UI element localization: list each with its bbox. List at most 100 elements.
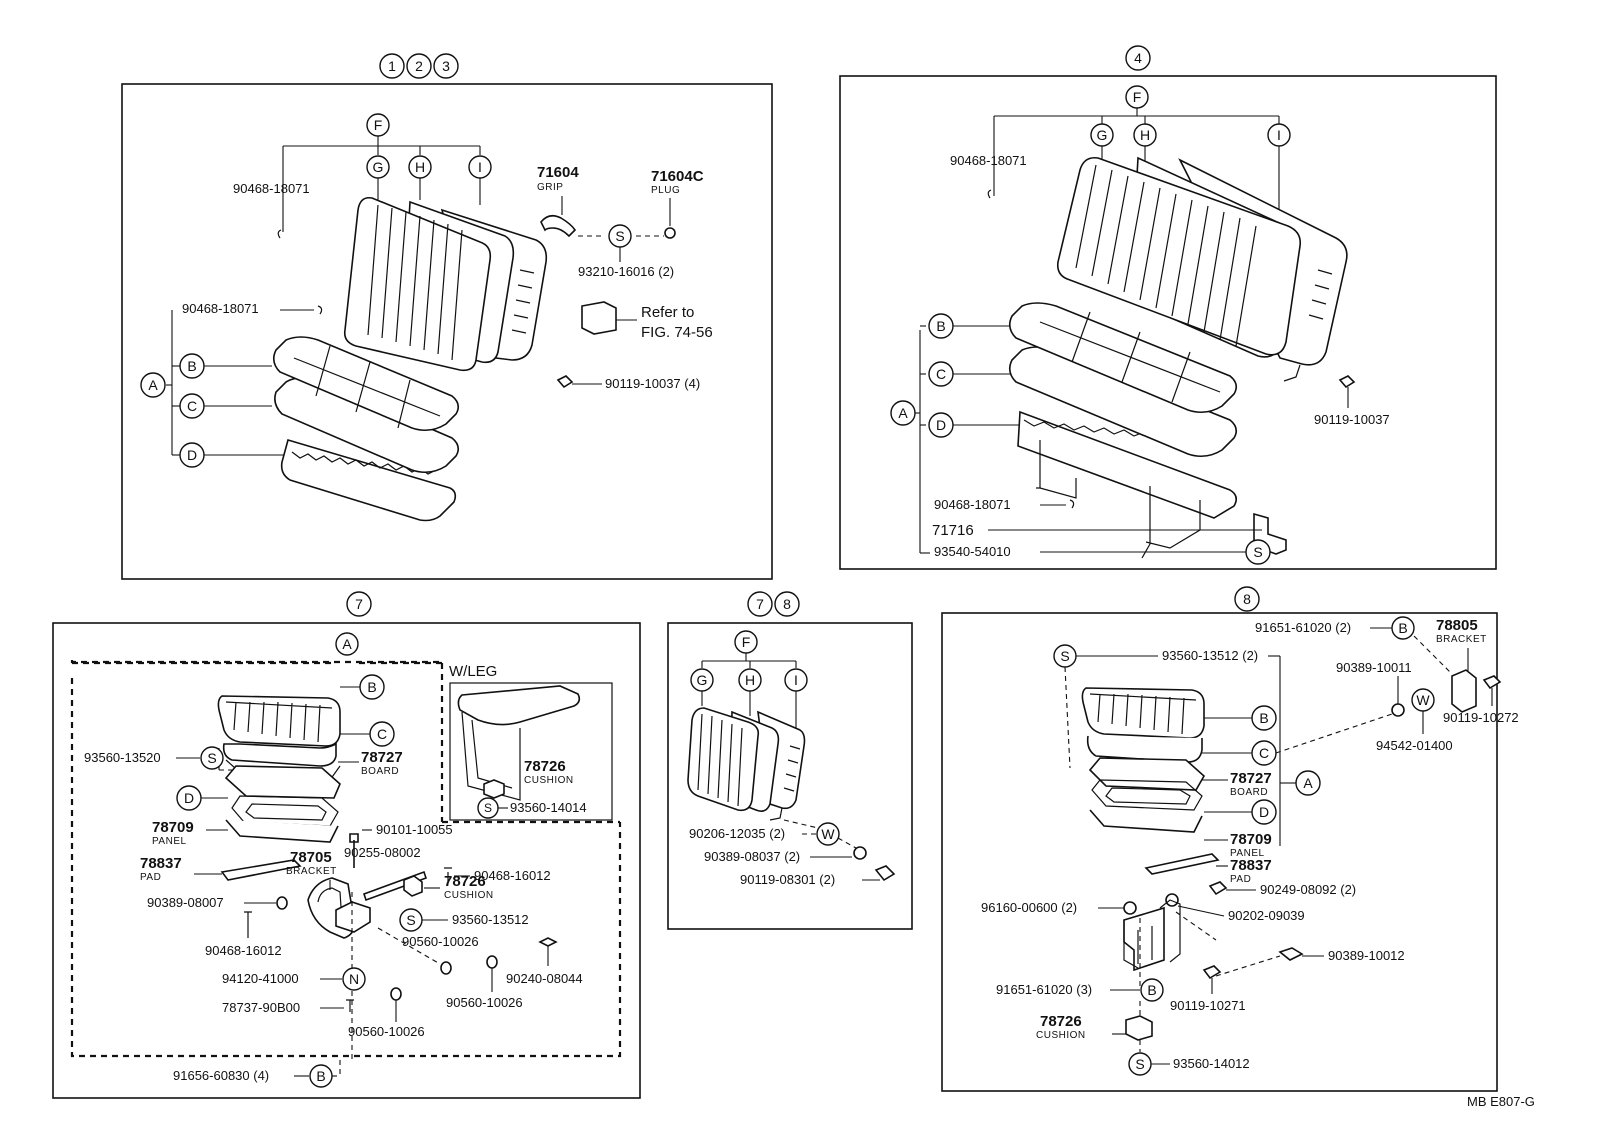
svg-text:78727: 78727	[361, 749, 403, 766]
svg-text:B: B	[367, 679, 376, 695]
svg-text:71716: 71716	[932, 522, 974, 539]
svg-text:B: B	[936, 318, 945, 334]
svg-text:78837: 78837	[1230, 857, 1272, 874]
svg-text:90468-18071: 90468-18071	[950, 153, 1027, 168]
svg-text:S: S	[1135, 1056, 1144, 1072]
panel-8-frame	[941, 612, 1498, 1092]
svg-text:90560-10026: 90560-10026	[402, 934, 479, 949]
svg-text:H: H	[745, 672, 755, 688]
svg-text:PAD: PAD	[1230, 874, 1251, 885]
svg-text:90560-10026: 90560-10026	[348, 1024, 425, 1039]
single-seat-drawing	[217, 695, 341, 881]
svg-text:PLUG: PLUG	[651, 185, 680, 196]
svg-text:90249-08092 (2): 90249-08092 (2)	[1260, 882, 1356, 897]
wleg-inset: W/LEG 78726 CUSHION S 93560-14014	[449, 663, 613, 821]
callout-H: H	[415, 159, 425, 175]
single-seat-8-drawing	[1081, 687, 1220, 875]
refer-part-drawing	[581, 301, 617, 335]
svg-text:96160-00600 (2): 96160-00600 (2)	[981, 900, 1077, 915]
svg-text:C: C	[936, 366, 946, 382]
panel-4-header: 4	[1134, 50, 1142, 66]
svg-text:78709: 78709	[152, 819, 194, 836]
svg-text:90119-08301 (2): 90119-08301 (2)	[740, 872, 835, 887]
svg-text:91656-60830 (4): 91656-60830 (4)	[173, 1068, 269, 1083]
svg-text:D: D	[184, 790, 194, 806]
panel-78: 7 8 F G H I 90206-12035 (2) W 90389-0803…	[667, 591, 913, 930]
svg-text:B: B	[316, 1068, 325, 1084]
seatback-drawing	[343, 196, 548, 372]
svg-text:PANEL: PANEL	[152, 836, 187, 847]
svg-text:CUSHION: CUSHION	[524, 775, 574, 786]
svg-text:BRACKET: BRACKET	[286, 866, 337, 877]
svg-text:90202-09039: 90202-09039	[1228, 908, 1305, 923]
svg-text:S: S	[484, 801, 492, 815]
svg-text:B: B	[1398, 620, 1407, 636]
svg-text:94120-41000: 94120-41000	[222, 971, 299, 986]
svg-text:2: 2	[415, 58, 423, 74]
svg-text:78805: 78805	[1436, 617, 1478, 634]
svg-text:B: B	[1259, 710, 1268, 726]
svg-text:93560-13520: 93560-13520	[84, 750, 161, 765]
svg-text:G: G	[697, 672, 708, 688]
svg-text:71604C: 71604C	[651, 168, 704, 185]
seat-cushion-wide-drawing	[1008, 302, 1287, 559]
svg-text:90468-18071: 90468-18071	[934, 497, 1011, 512]
callout-I: I	[478, 159, 482, 175]
svg-text:S: S	[207, 750, 216, 766]
svg-text:78726: 78726	[524, 758, 566, 775]
svg-text:GRIP: GRIP	[537, 182, 563, 193]
callout-S-screw: S	[615, 228, 624, 244]
svg-text:90389-10011: 90389-10011	[1336, 660, 1412, 675]
svg-text:90560-10026: 90560-10026	[446, 995, 523, 1010]
svg-text:S: S	[1253, 544, 1262, 560]
svg-text:78709: 78709	[1230, 831, 1272, 848]
svg-text:91651-61020 (3): 91651-61020 (3)	[996, 982, 1092, 997]
svg-text:90468-16012: 90468-16012	[474, 868, 551, 883]
svg-text:C: C	[1259, 745, 1269, 761]
svg-text:H: H	[1140, 127, 1150, 143]
svg-text:W: W	[821, 826, 835, 842]
svg-text:71604: 71604	[537, 164, 579, 181]
panel-123-frame	[121, 83, 773, 580]
svg-text:93210-16016 (2): 93210-16016 (2)	[578, 264, 674, 279]
svg-text:BOARD: BOARD	[361, 766, 399, 777]
svg-text:S: S	[406, 912, 415, 928]
panel-7-header: 7	[355, 596, 363, 612]
svg-text:93560-14014: 93560-14014	[510, 800, 587, 815]
svg-text:BRACKET: BRACKET	[1436, 634, 1487, 645]
panel-4-frame	[839, 75, 1497, 570]
leg-bracket-drawing	[1123, 899, 1181, 972]
panel-7: 7 A W/LEG 78726 CUSHION S 93560-14014	[52, 591, 641, 1099]
label-pin-top: 90468-18071	[233, 181, 310, 196]
svg-text:78737-90B00: 78737-90B00	[222, 1000, 300, 1015]
svg-text:90119-10271: 90119-10271	[1170, 998, 1246, 1013]
svg-text:90240-08044: 90240-08044	[506, 971, 583, 986]
svg-text:G: G	[1097, 127, 1108, 143]
small-seatback-drawing	[687, 707, 806, 821]
svg-text:CUSHION: CUSHION	[1036, 1030, 1086, 1041]
svg-text:90255-08002: 90255-08002	[344, 845, 421, 860]
grip-drawing	[540, 214, 577, 238]
svg-text:90468-18071: 90468-18071	[182, 301, 259, 316]
svg-text:93560-14012: 93560-14012	[1173, 1056, 1250, 1071]
svg-text:D: D	[1259, 804, 1269, 820]
svg-text:A: A	[898, 405, 908, 421]
svg-text:D: D	[936, 417, 946, 433]
svg-text:90119-10272: 90119-10272	[1443, 710, 1519, 725]
svg-text:90206-12035 (2): 90206-12035 (2)	[689, 826, 785, 841]
panel-7-frame	[52, 622, 641, 1099]
svg-text:7: 7	[756, 596, 764, 612]
svg-text:FIG. 74-56: FIG. 74-56	[641, 324, 713, 341]
svg-text:8: 8	[783, 596, 791, 612]
callout-D: D	[187, 447, 197, 463]
svg-text:94542-01400: 94542-01400	[1376, 738, 1453, 753]
svg-text:F: F	[742, 634, 751, 650]
svg-text:90389-10012: 90389-10012	[1328, 948, 1405, 963]
svg-text:CUSHION: CUSHION	[444, 890, 494, 901]
panel-78-header: 7 8	[747, 591, 800, 617]
svg-text:I: I	[794, 672, 798, 688]
seat-cushion-drawing	[272, 336, 460, 522]
svg-text:W: W	[1416, 692, 1430, 708]
svg-text:78837: 78837	[140, 855, 182, 872]
